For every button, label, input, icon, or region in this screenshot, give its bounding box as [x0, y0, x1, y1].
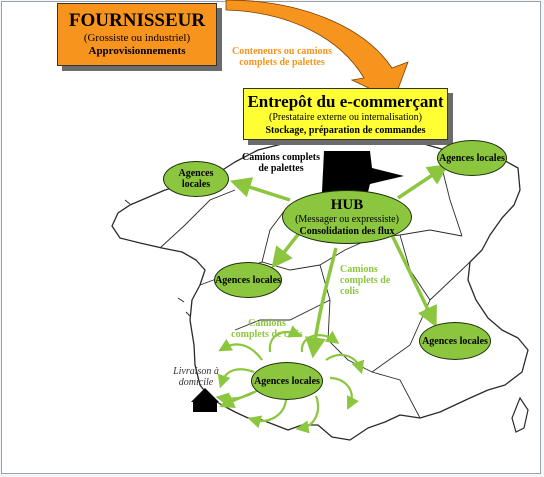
supplier-to-warehouse-arrow	[225, 0, 409, 101]
agency-southwest: Agences locales	[251, 362, 323, 400]
hub-to-south-label: Camions complets de colis	[340, 264, 391, 297]
house-icon	[191, 388, 219, 412]
hub-title: HUB	[330, 196, 364, 213]
warehouse-to-hub-arrow	[322, 151, 404, 192]
hub-node: HUB (Messager ou expressiste) Consolidat…	[282, 190, 412, 244]
warehouse-title: Entrepôt du e-commerçant	[247, 92, 444, 111]
agency-southeast-label: Agences locales	[422, 335, 488, 347]
home-delivery-arrow	[219, 390, 255, 408]
agency-southeast: Agences locales	[419, 322, 491, 360]
supplier-subtitle: (Grossiste ou industriel)	[83, 32, 191, 44]
hub-subtitle: (Messager ou expressiste)	[295, 213, 399, 225]
corsica-outline	[511, 396, 529, 433]
home-delivery-label: Livraison à domicile	[173, 366, 219, 388]
coast-islands	[124, 199, 191, 317]
warehouse-role: Stockage, préparation de commandes	[265, 125, 426, 136]
agency-northeast-label: Agences locales	[439, 152, 505, 164]
agency-northeast: Agences locales	[437, 140, 507, 176]
supplier-box: FOURNISSEUR (Grossiste ou industriel) Ap…	[57, 3, 217, 66]
supplier-to-warehouse-label: Conteneurs ou camions complets de palett…	[231, 46, 332, 68]
supplier-role: Approvisionnements	[88, 45, 186, 57]
hub-role: Consolidation des flux	[299, 225, 395, 237]
local-distribution-label: Camions complets de colis	[231, 318, 303, 340]
agency-southwest-label: Agences locales	[254, 375, 320, 387]
agency-northwest: Agences locales	[163, 161, 229, 197]
warehouse-box: Entrepôt du e-commerçant (Prestataire ex…	[243, 88, 448, 140]
agency-west: Agences locales	[214, 262, 282, 298]
hub-flow-arrows	[229, 164, 449, 359]
agency-west-label: Agences locales	[215, 274, 281, 286]
warehouse-to-hub-label: Camions complets de palettes	[241, 152, 321, 174]
warehouse-subtitle: (Prestataire externe ou internalisation)	[269, 112, 422, 123]
supplier-title: FOURNISSEUR	[68, 10, 206, 31]
agency-northwest-label: Agences locales	[178, 168, 214, 190]
